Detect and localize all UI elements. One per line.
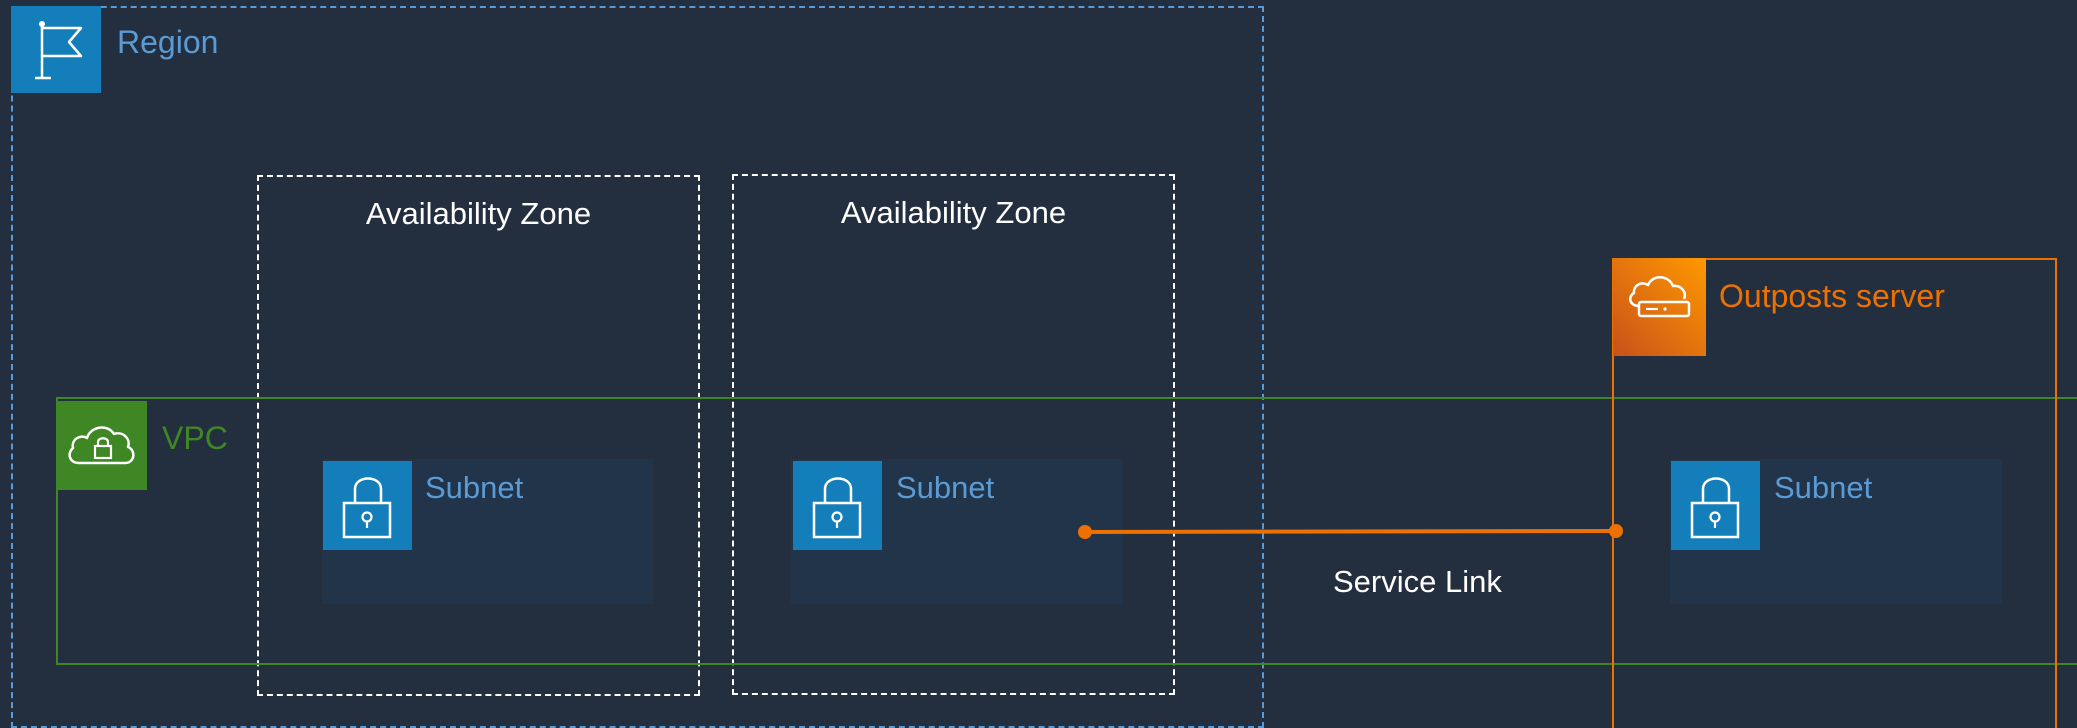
vpc-label: VPC xyxy=(162,420,228,456)
availability-zone-2 xyxy=(732,174,1175,695)
subnet-label: Subnet xyxy=(1774,470,1873,505)
vpc-group xyxy=(56,397,2077,665)
outposts-server-group xyxy=(1612,258,2057,728)
cloud-lock-icon xyxy=(57,401,147,490)
padlock-icon xyxy=(323,461,412,550)
service-link-label: Service Link xyxy=(1333,564,1502,599)
outposts-server-label: Outposts server xyxy=(1719,278,1945,314)
subnet-label: Subnet xyxy=(896,470,995,505)
flag-icon xyxy=(11,6,101,93)
availability-zone-1 xyxy=(257,175,700,696)
region-label: Region xyxy=(117,24,219,60)
availability-zone-label: Availability Zone xyxy=(365,196,592,231)
subnet-label: Subnet xyxy=(425,470,524,505)
availability-zone-label: Availability Zone xyxy=(840,195,1067,230)
padlock-icon xyxy=(1671,461,1760,550)
padlock-icon xyxy=(793,461,882,550)
region-group xyxy=(11,6,1264,728)
cloud-server-icon xyxy=(1613,258,1706,356)
